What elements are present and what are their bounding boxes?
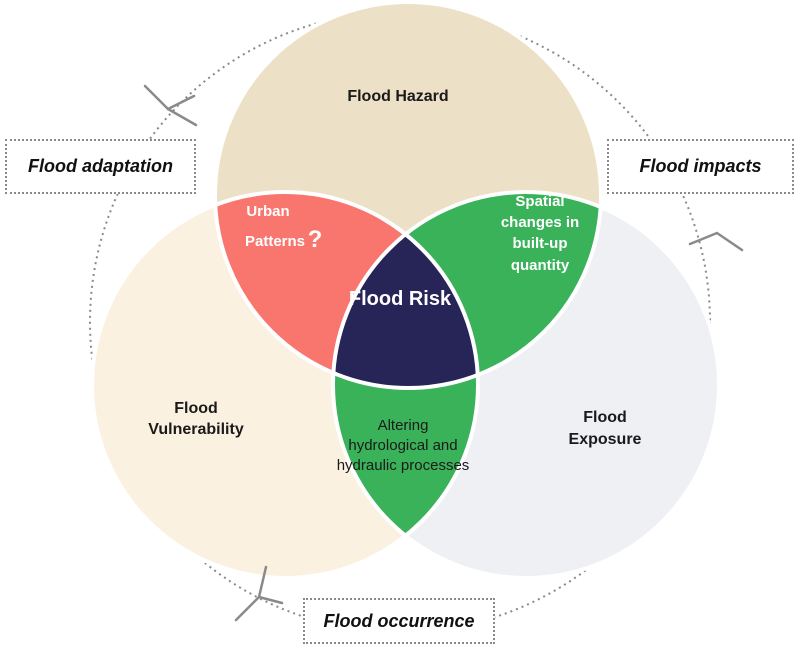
flood-risk-region	[333, 192, 478, 388]
built-up-label-line4: quantity	[511, 257, 570, 274]
flood-impacts-label: Flood impacts	[639, 156, 762, 176]
hazard-label: Flood Hazard	[347, 88, 448, 105]
hydro-label-line2: hydrological and	[348, 437, 457, 454]
hydro-label-line3: hydraulic processes	[337, 457, 470, 474]
flood-impacts-box: Flood impacts	[607, 139, 794, 194]
exposure-label-line1: Flood	[583, 409, 627, 426]
hydro-label-line1: Altering	[378, 417, 429, 434]
built-up-label-line3: built-up	[513, 235, 568, 252]
vulnerability-label-line2: Vulnerability	[148, 421, 244, 438]
flood-occurrence-box: Flood occurrence	[303, 598, 495, 644]
flood-risk-label: Flood Risk	[349, 288, 452, 310]
flood-adaptation-label: Flood adaptation	[28, 156, 173, 176]
exposure-label-line2: Exposure	[569, 431, 642, 448]
flood-occurrence-label: Flood occurrence	[323, 610, 475, 631]
arrow-head-right-icon	[688, 231, 744, 252]
question-mark-icon: ?	[308, 226, 323, 253]
built-up-label-line1: Spatial	[515, 193, 564, 210]
flood-adaptation-box: Flood adaptation	[5, 139, 196, 194]
urban-patterns-label-line2: Patterns	[245, 233, 305, 250]
vulnerability-label-line1: Flood	[174, 400, 218, 417]
urban-patterns-label-line1: Urban	[246, 203, 289, 220]
built-up-label-line2: changes in	[501, 214, 579, 231]
